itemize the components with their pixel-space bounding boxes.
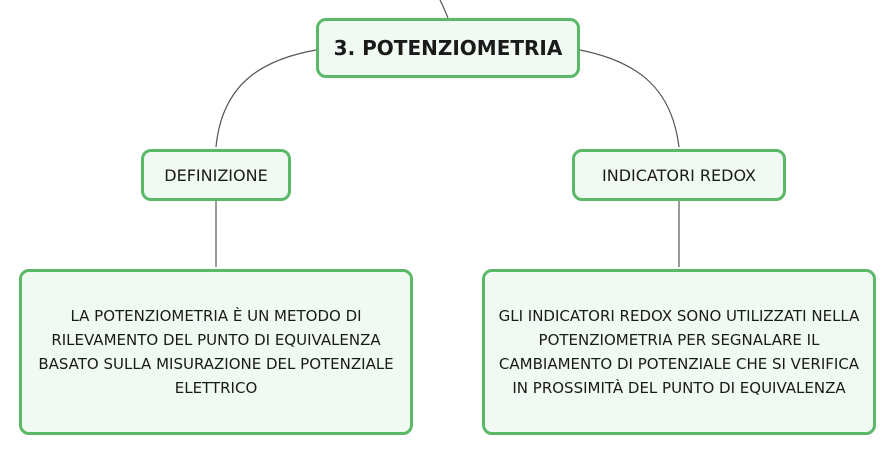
node-definizione[interactable]: DEFINIZIONE — [141, 149, 291, 201]
node-definizione-text-content: LA POTENZIOMETRIA È UN METODO DI RILEVAM… — [38, 307, 394, 397]
node-definizione-label: DEFINIZIONE — [164, 165, 268, 185]
connector-root-to-indicatori — [579, 49, 680, 148]
node-root-label: 3. POTENZIOMETRIA — [333, 36, 563, 60]
node-indicatori-label: INDICATORI REDOX — [602, 165, 756, 185]
connector-parent-to-root — [439, 0, 449, 19]
node-indicatori-redox[interactable]: INDICATORI REDOX — [572, 149, 786, 201]
node-indicatori-text-content: GLI INDICATORI REDOX SONO UTILIZZATI NEL… — [498, 307, 860, 397]
node-indicatori-text[interactable]: GLI INDICATORI REDOX SONO UTILIZZATI NEL… — [482, 269, 876, 435]
node-root-potenziometria[interactable]: 3. POTENZIOMETRIA — [316, 18, 580, 78]
connector-root-to-definizione — [215, 49, 317, 148]
node-definizione-text[interactable]: LA POTENZIOMETRIA È UN METODO DI RILEVAM… — [19, 269, 413, 435]
